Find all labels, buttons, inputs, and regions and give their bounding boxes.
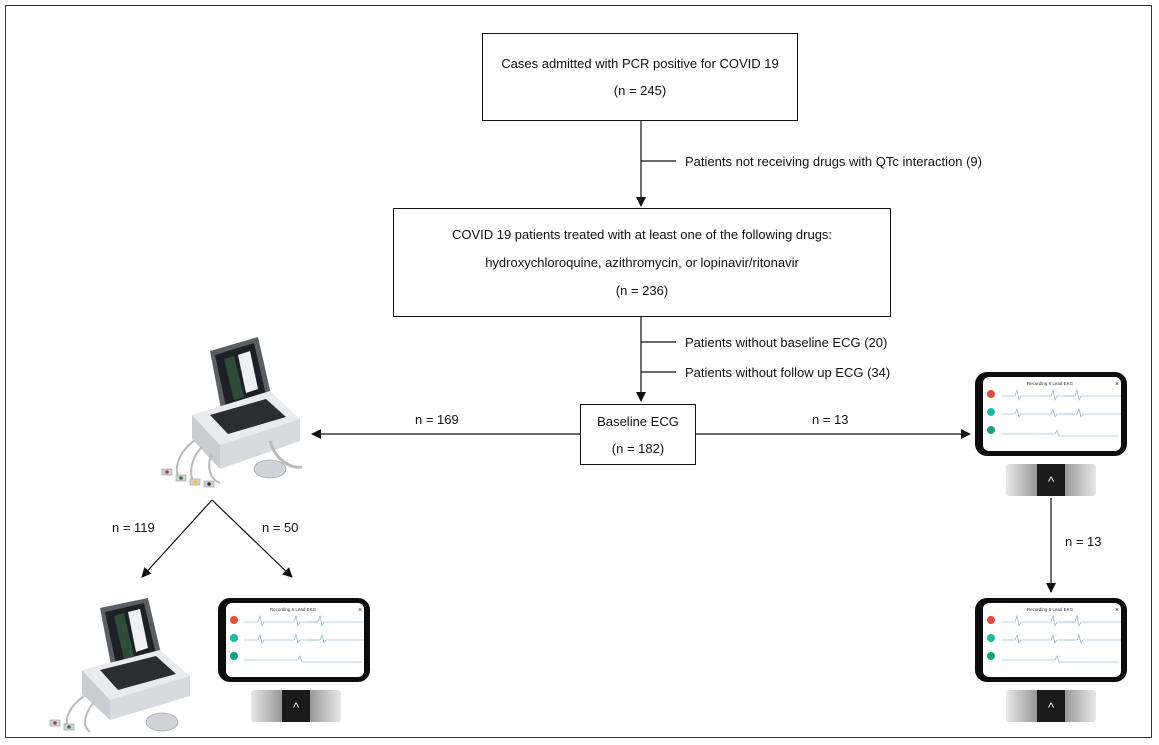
treated-text: COVID 19 patients treated with at least …	[451, 227, 833, 242]
admitted-text: Cases admitted with PCR positive for COV…	[501, 56, 779, 71]
kardia-phone-icon: Recording 6 Lead EKG ×	[975, 372, 1127, 456]
edge-label-left-b: n = 50	[262, 520, 299, 535]
kardia-device-icon: ^	[1006, 464, 1096, 496]
arrow-split-to-kardia	[211, 499, 293, 578]
phone-title: Recording 6 Lead EKG	[1027, 607, 1074, 612]
treated-box: COVID 19 patients treated with at least …	[393, 208, 891, 317]
edge-label-right-down: n = 13	[1065, 534, 1102, 549]
exclusion-no-baseline: Patients without baseline ECG (20)	[685, 335, 888, 350]
admitted-count: (n = 245)	[613, 83, 667, 98]
kardia-device-left-icon: ^	[251, 690, 341, 722]
edge-label-left: n = 169	[415, 412, 459, 427]
ecg-machine-follow-icon	[49, 598, 190, 733]
arrow-split-to-ecg	[141, 499, 213, 578]
treated-drugs: hydroxychloroquine, azithromycin, or lop…	[485, 255, 799, 270]
ecg-machine-icon	[161, 337, 303, 488]
svg-text:×: ×	[1115, 607, 1119, 614]
edge-label-left-a: n = 119	[112, 520, 155, 535]
exclusion-no-followup: Patients without follow up ECG (34)	[685, 365, 891, 380]
baseline-text: Baseline ECG	[597, 413, 679, 429]
baseline-count: (n = 182)	[611, 440, 665, 456]
treated-count: (n = 236)	[615, 283, 669, 298]
kardia-glyph: ^	[1048, 474, 1055, 489]
baseline-box: Baseline ECG (n = 182)	[580, 404, 696, 465]
svg-text:×: ×	[358, 607, 362, 614]
kardia-device-follow-icon: ^	[1006, 690, 1096, 722]
edge-label-right: n = 13	[812, 412, 849, 427]
exclusion-qtc: Patients not receiving drugs with QTc in…	[685, 154, 982, 169]
svg-text:×: ×	[1115, 381, 1119, 388]
kardia-glyph: ^	[293, 700, 300, 715]
kardia-phone-left-icon: Recording 6 Lead EKG ×	[218, 598, 370, 682]
kardia-glyph: ^	[1048, 700, 1055, 715]
phone-title: Recording 6 Lead EKG	[270, 607, 317, 612]
kardia-phone-follow-icon: Recording 6 Lead EKG ×	[975, 598, 1127, 682]
admitted-box: Cases admitted with PCR positive for COV…	[482, 33, 798, 121]
figure-frame	[5, 5, 1152, 738]
phone-title: Recording 6 Lead EKG	[1027, 381, 1074, 386]
